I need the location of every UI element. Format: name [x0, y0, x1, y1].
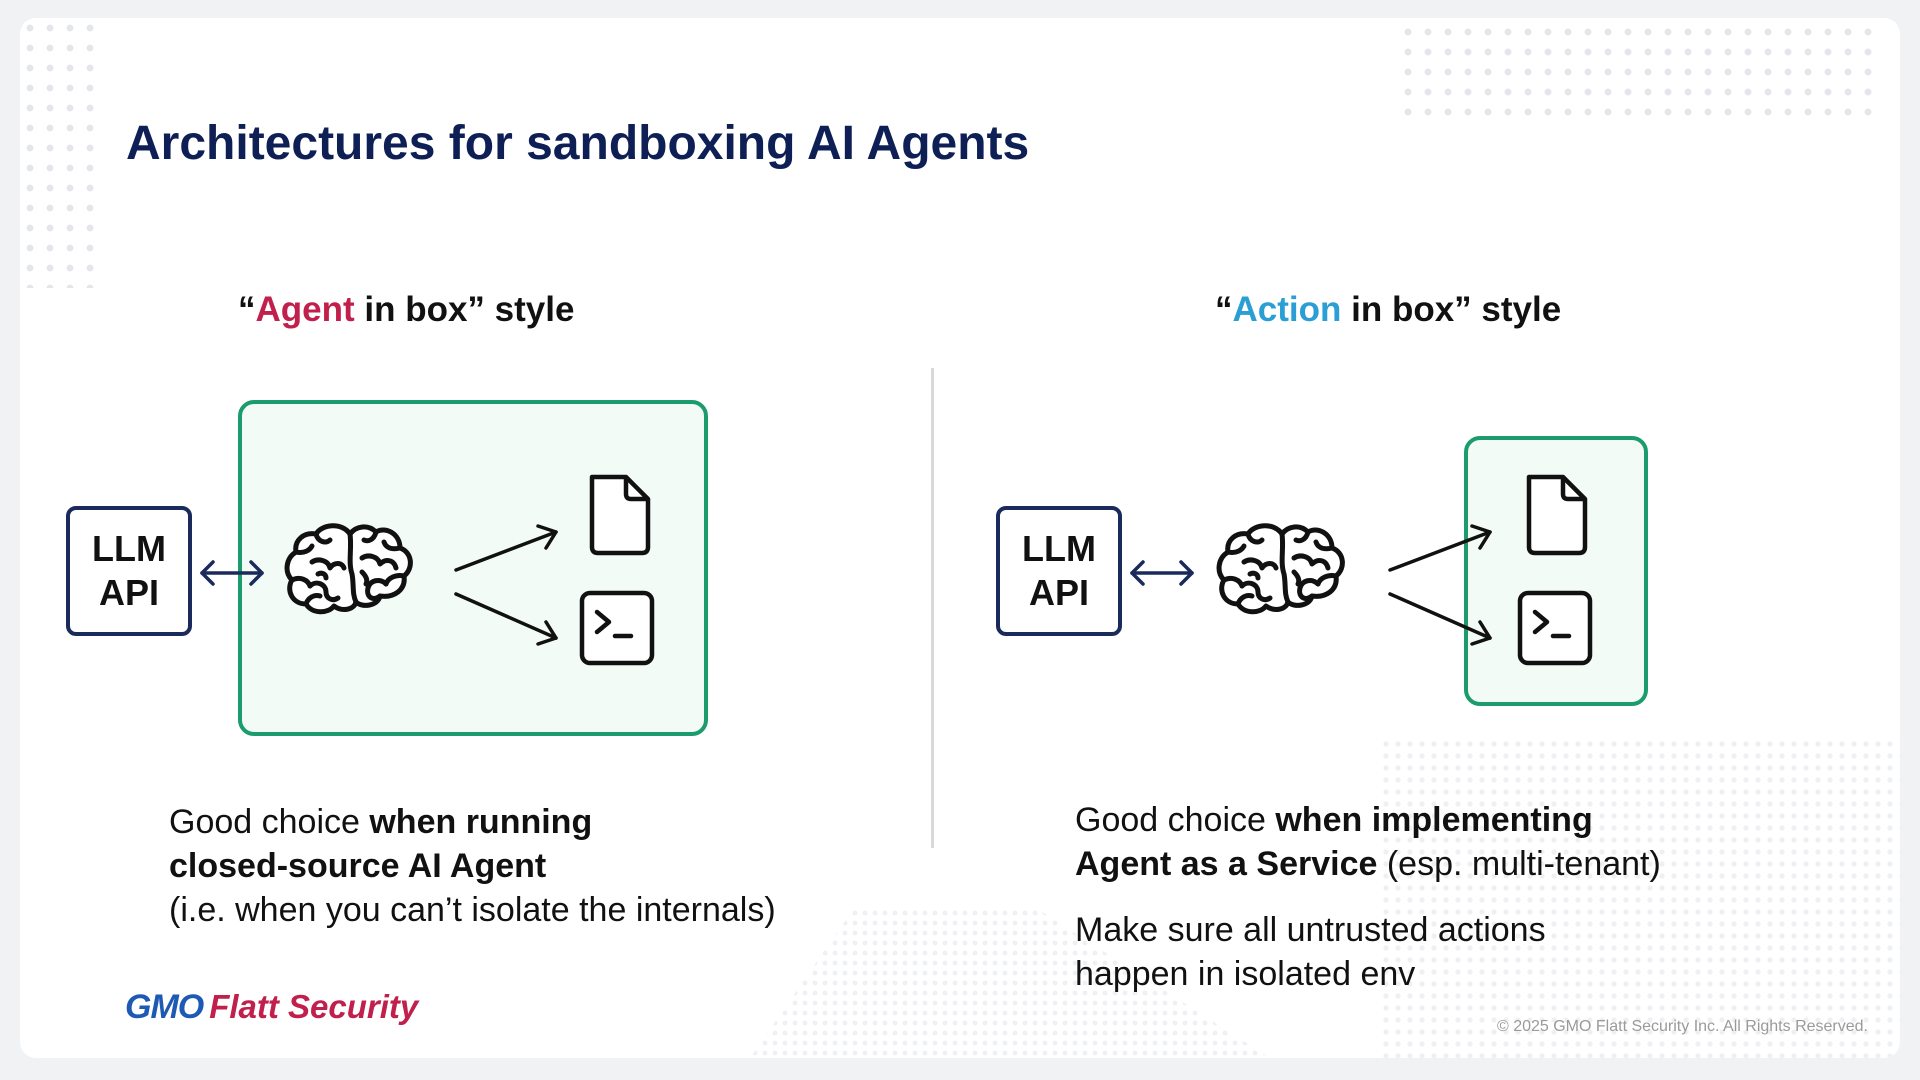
left-heading-highlight: Agent	[255, 290, 355, 329]
right-note: Make sure all untrusted actions happen i…	[1075, 908, 1546, 996]
right-terminal-icon	[1517, 590, 1593, 666]
left-llm-label: LLM	[92, 528, 166, 569]
left-desc-line-3: (i.e. when you can’t isolate the interna…	[169, 891, 776, 929]
copyright-notice: © 2025 GMO Flatt Security Inc. All Right…	[1496, 1018, 1868, 1035]
right-api-label: API	[1028, 572, 1089, 613]
left-document-icon	[586, 474, 652, 556]
logo-gmo: GMO	[125, 988, 204, 1026]
slide: Architectures for sandboxing AI Agents “…	[20, 18, 1900, 1058]
left-llm-api-box: LLM API	[66, 506, 192, 636]
section-divider	[931, 368, 934, 848]
left-heading-open-quote: “	[238, 290, 256, 329]
right-llm-api-box: LLM API	[996, 506, 1122, 636]
left-desc-plain: Good choice	[169, 803, 370, 841]
dot-pattern-top-right	[1398, 22, 1878, 122]
right-note-line-1: Make sure all untrusted actions	[1075, 911, 1546, 949]
right-arrow-icon-up	[1388, 524, 1492, 572]
right-arrow-icon-down	[1388, 592, 1492, 646]
right-desc-plain-2: (esp. multi-tenant)	[1377, 845, 1661, 883]
right-brain-icon	[1214, 518, 1348, 618]
right-document-icon	[1523, 474, 1589, 556]
right-double-arrow-icon	[1130, 560, 1194, 586]
left-heading-rest: in box” style	[354, 290, 575, 329]
left-brain-icon	[282, 518, 416, 618]
right-llm-label: LLM	[1022, 528, 1096, 569]
right-heading: “Action in box” style	[1215, 290, 1561, 330]
right-note-line-2: happen in isolated env	[1075, 955, 1416, 993]
slide-title: Architectures for sandboxing AI Agents	[126, 117, 1030, 170]
left-heading: “Agent in box” style	[238, 290, 574, 330]
dot-pattern-top-left	[20, 18, 96, 288]
right-heading-rest: in box” style	[1341, 290, 1562, 329]
right-heading-open-quote: “	[1215, 290, 1233, 329]
left-description: Good choice when running closed-source A…	[169, 800, 776, 932]
left-double-arrow-icon	[200, 560, 264, 586]
right-description: Good choice when implementing Agent as a…	[1075, 798, 1661, 886]
dot-pattern-bottom-right	[1380, 738, 1900, 1058]
left-desc-bold-1: when running	[369, 803, 593, 841]
logo-flatt-security: Flatt Security	[209, 988, 419, 1025]
right-desc-plain: Good choice	[1075, 801, 1276, 839]
right-desc-bold-2: Agent as a Service	[1075, 845, 1378, 883]
right-desc-bold-1: when implementing	[1275, 801, 1593, 839]
left-terminal-icon	[579, 590, 655, 666]
left-desc-bold-2: closed-source AI Agent	[169, 847, 547, 885]
right-heading-highlight: Action	[1232, 290, 1342, 329]
left-arrow-icon-down	[454, 592, 558, 646]
left-api-label: API	[98, 572, 159, 613]
left-arrow-icon-up	[454, 524, 558, 572]
